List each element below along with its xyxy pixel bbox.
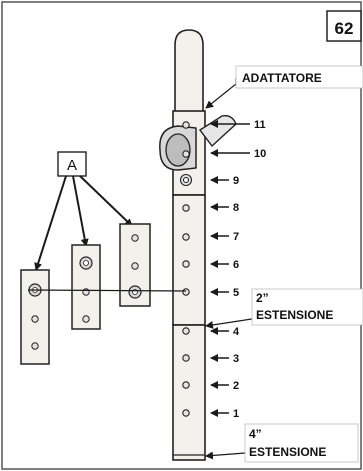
alignment-line <box>27 289 187 292</box>
position-label: 3 <box>233 353 239 365</box>
hole-11 <box>182 121 190 129</box>
tube-cap <box>174 29 204 112</box>
hole-10 <box>182 150 190 158</box>
position-label: 8 <box>233 202 239 214</box>
label-a: A <box>67 157 77 174</box>
callout-extension-2in: 2” ESTENSIONE <box>251 288 363 326</box>
hole-5 <box>182 288 190 296</box>
callout-ext4-label: ESTENSIONE <box>249 445 326 459</box>
hole-7 <box>182 233 190 241</box>
callout-extension-4in: 4” ESTENSIONE <box>244 423 359 463</box>
position-label: 2 <box>233 380 239 392</box>
page-number-box: 62 <box>326 10 362 42</box>
extension-2in-section <box>172 194 206 326</box>
tube-holes <box>179 121 193 417</box>
position-arrows <box>210 120 250 417</box>
hole-4 <box>182 327 190 335</box>
hole-1 <box>182 409 190 417</box>
callout-adapter: ADATTATORE <box>235 65 363 89</box>
position-label: 9 <box>233 175 239 187</box>
extension-4in-section <box>172 324 206 461</box>
extension-piece-right <box>119 223 151 307</box>
position-label: 6 <box>233 259 239 271</box>
callout-ext2-size: 2” <box>256 291 269 305</box>
position-label: 5 <box>233 287 239 299</box>
callout-adapter-label: ADATTATORE <box>242 71 322 85</box>
tube-assembly <box>159 29 237 461</box>
extension-piece-middle <box>71 244 101 330</box>
callout-ext4-size: 4” <box>249 427 262 441</box>
position-label: 11 <box>254 119 266 131</box>
hole-6 <box>182 260 190 268</box>
page-number: 62 <box>335 19 354 38</box>
clamp-knob-icon <box>159 114 237 171</box>
position-label: 1 <box>233 408 239 420</box>
callout-ext2-label: ESTENSIONE <box>256 308 333 322</box>
position-numbers: 11 10 9 8 7 6 5 4 3 2 1 <box>233 119 266 420</box>
hole-3 <box>182 354 190 362</box>
label-a-leaders <box>34 175 133 271</box>
hole-2 <box>182 381 190 389</box>
position-label: 10 <box>254 148 266 160</box>
extension-piece-left <box>20 269 50 365</box>
label-a-box: A <box>57 151 87 177</box>
position-label: 4 <box>233 326 240 338</box>
position-label: 7 <box>233 231 239 243</box>
hole-8 <box>182 204 190 212</box>
